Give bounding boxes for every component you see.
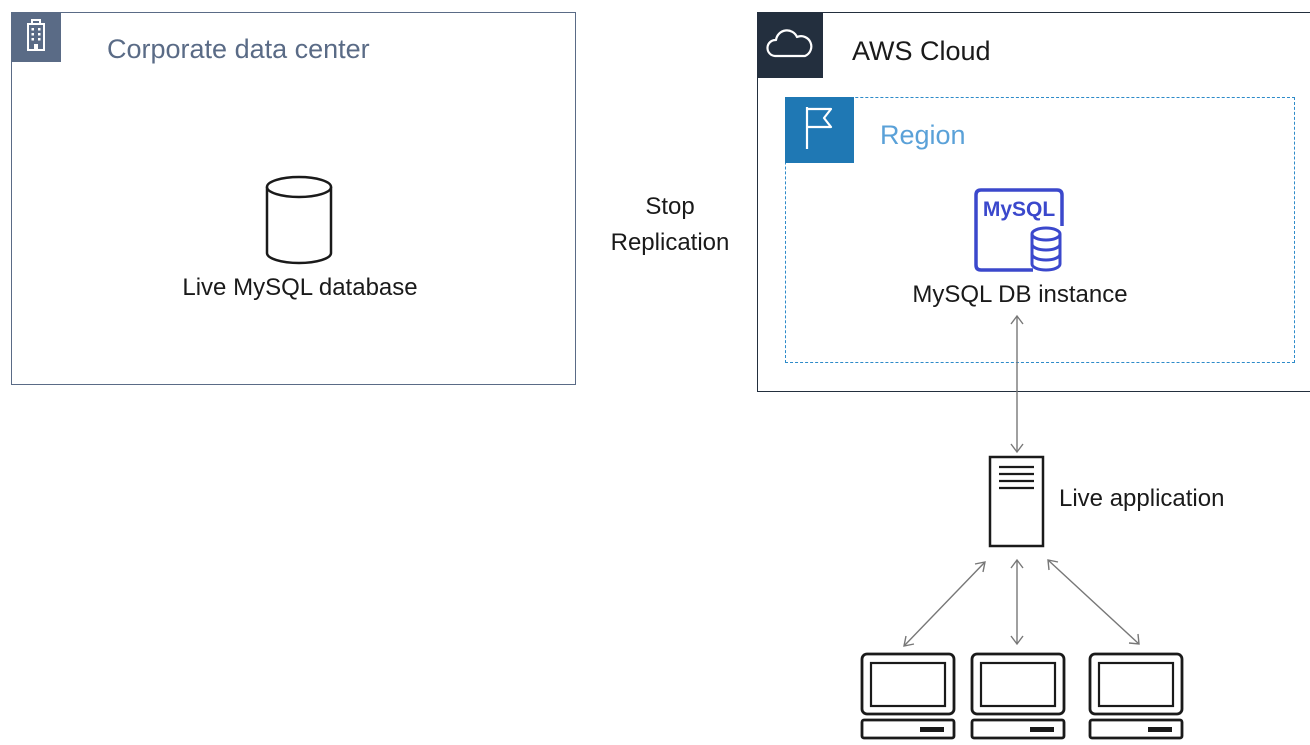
app-to-client-right-arrow (1047, 559, 1140, 645)
mysql-rds-icon: MySQL (973, 186, 1065, 279)
stop-replication-label: Stop Replication (600, 189, 740, 261)
mysql-db-instance-label: MySQL DB instance (912, 281, 1128, 308)
database-icon (263, 175, 335, 272)
corporate-data-center-group (11, 12, 576, 385)
app-to-client-center-arrow (1010, 558, 1024, 646)
server-icon (988, 455, 1046, 554)
region-group (785, 97, 1295, 363)
stop-replication-line2: Replication (610, 229, 730, 256)
client-computer-icon (1088, 652, 1186, 745)
corporate-data-center-title: Corporate data center (107, 34, 370, 64)
aws-cloud-group (757, 12, 1310, 392)
live-application-label: Live application (1059, 485, 1225, 512)
app-to-client-left-arrow (903, 561, 986, 647)
db-to-app-arrow (1010, 314, 1024, 454)
client-computer-icon (970, 652, 1068, 745)
aws-cloud-title: AWS Cloud (852, 36, 991, 66)
mysql-badge-text: MySQL (983, 198, 1056, 221)
cloud-icon (757, 12, 823, 78)
flag-icon (785, 97, 854, 163)
live-mysql-database-label: Live MySQL database (182, 274, 418, 301)
client-computer-icon (860, 652, 958, 745)
building-icon (11, 12, 61, 62)
stop-replication-line1: Stop (645, 193, 695, 220)
region-title: Region (880, 120, 966, 150)
